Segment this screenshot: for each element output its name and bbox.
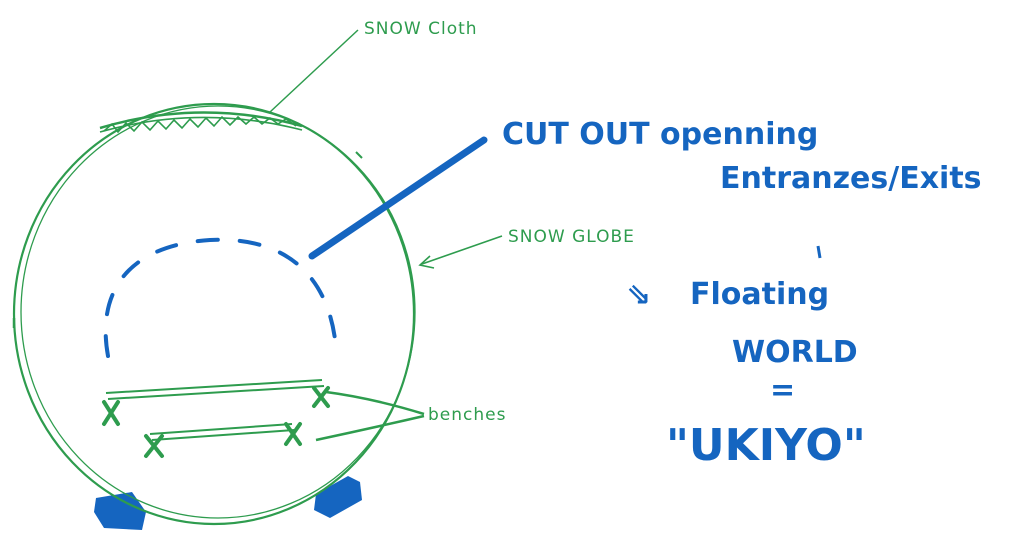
benches-label: benches (428, 405, 506, 425)
world-mark (818, 246, 820, 258)
cut-out-opening-arch (106, 240, 336, 356)
snow-globe-outline (14, 104, 415, 524)
ukiyo-label: "UKIYO" (666, 420, 866, 471)
cut-out-pointer-line (312, 140, 484, 256)
cut-out-label-line1: CUT OUT openning (502, 117, 818, 152)
left-foot (94, 492, 146, 530)
snow-cloth-label: SNOW Cloth (364, 19, 478, 39)
floating-label: Floating (690, 277, 829, 312)
cut-out-label-line2: Entranzes/Exits (720, 161, 982, 196)
world-label: WORLD (732, 335, 858, 370)
equals-sign: = (770, 373, 795, 408)
right-foot (314, 476, 362, 518)
bench-front (150, 424, 294, 440)
floating-arrow-icon: ⇘ (626, 277, 651, 312)
globe-right-tick (356, 152, 362, 158)
snow-globe-label: SNOW GLOBE (508, 227, 635, 247)
benches-leader-lines (316, 392, 424, 440)
snow-globe-leader (420, 236, 502, 268)
bench-back (106, 380, 324, 399)
snow-cloth-leader (270, 30, 358, 112)
